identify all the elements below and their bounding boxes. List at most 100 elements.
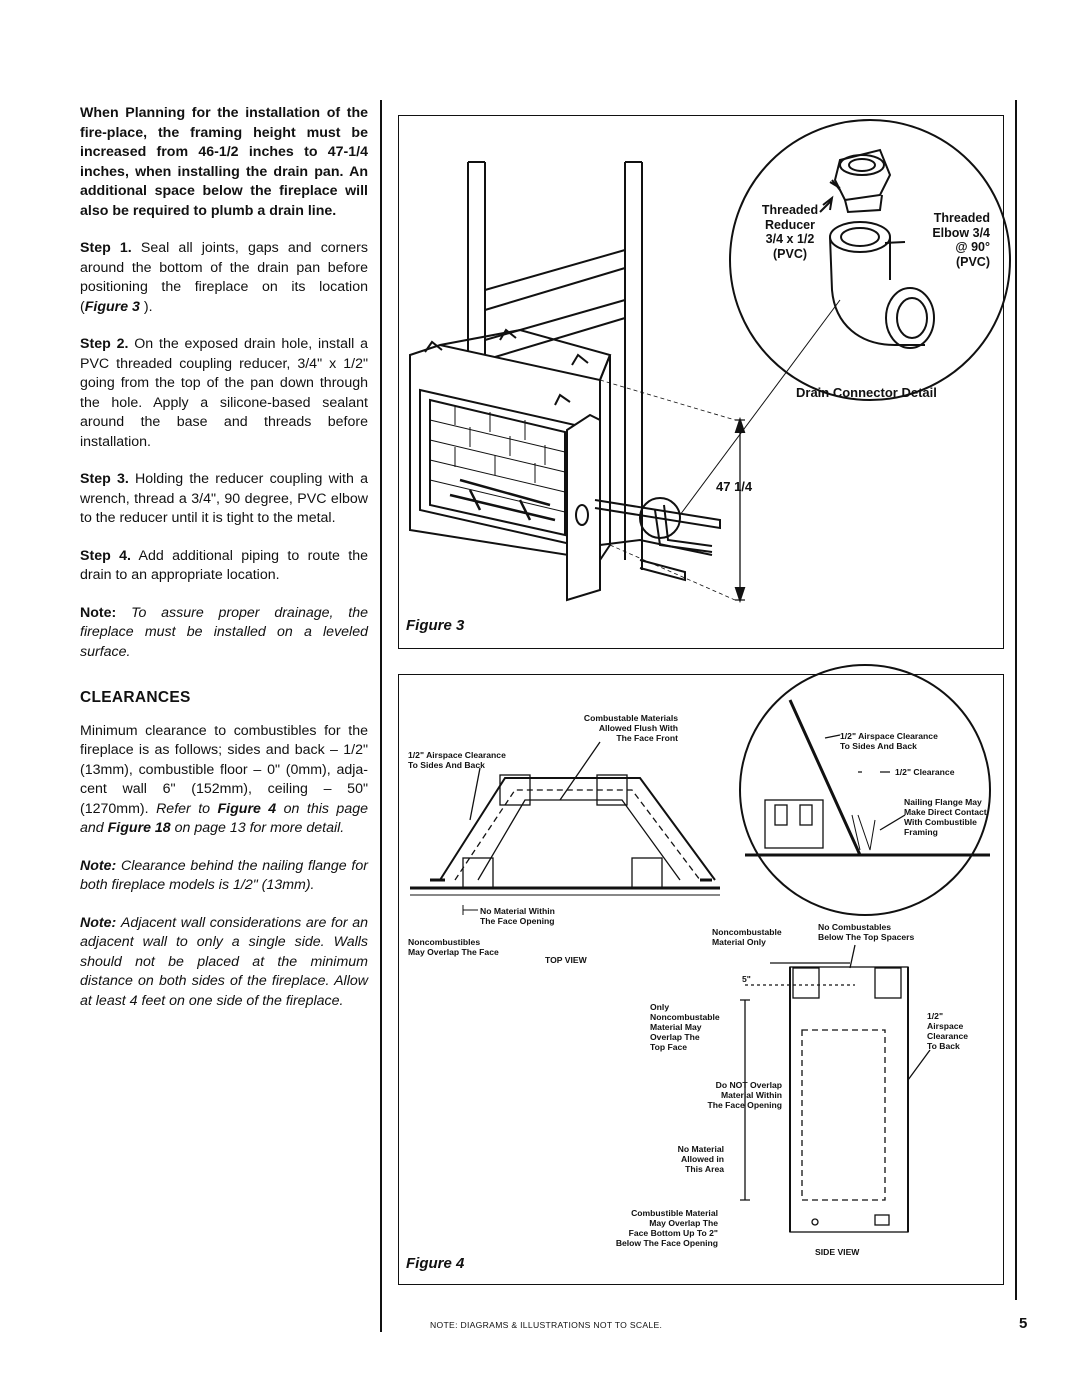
airspace-left-line-1: 1/2" Airspace Clearance <box>408 750 506 760</box>
comb-overlap-line-1: Combustible Material <box>631 1208 718 1218</box>
refer-figure-18[interactable]: Figure 18 <box>107 820 171 836</box>
step-2: Step 2. On the exposed drain hole, insta… <box>80 335 368 452</box>
intro-paragraph: When Planning for the installation of th… <box>80 105 368 219</box>
no-material-allowed-line-1: No Material <box>677 1144 724 1154</box>
refer-pre: Refer to <box>156 800 218 817</box>
figure-3-label: Figure 3 <box>406 617 465 634</box>
only-noncomb-line-3: Material May <box>650 1022 702 1032</box>
airspace-back-line-2: Airspace <box>927 1021 964 1031</box>
nailing-line-1: Nailing Flange May <box>904 797 982 807</box>
airspace-left-line-2: To Sides And Back <box>408 760 485 770</box>
refer-mid: on this page and <box>80 800 368 837</box>
framing-stud-right <box>624 161 643 570</box>
figure-4-label: Figure 4 <box>406 1255 465 1272</box>
no-combustibles-top-label: No Combustables Below The Top Spacers <box>818 922 914 942</box>
only-noncomb-line-4: Overlap The <box>650 1032 700 1042</box>
do-not-overlap-line-2: Material Within <box>720 1090 782 1100</box>
no-comb-top-line-2: Below The Top Spacers <box>818 932 915 942</box>
five-inch-label: 5" <box>742 974 751 984</box>
combustable-line-3: The Face Front <box>616 733 678 743</box>
airspace-sides-left-label: 1/2" Airspace Clearance To Sides And Bac… <box>408 750 506 770</box>
step-4: Step 4. Add additional piping to route t… <box>80 547 368 586</box>
airspace-back-label: 1/2" Airspace Clearance To Back <box>927 1011 968 1051</box>
only-noncombustable-label: Only Noncombustable Material May Overlap… <box>650 1002 720 1052</box>
note-adjacent-text: Adjacent wall considerations are for an … <box>80 914 368 1009</box>
reducer-label: Threaded Reducer 3/4 x 1/2 (PVC) <box>740 203 840 261</box>
note-adjacent-wall: Note: Adjacent wall considerations are f… <box>80 914 368 1012</box>
nailing-line-3: With Combustible <box>904 817 977 827</box>
left-column: When Planning for the installation of th… <box>80 104 368 1029</box>
only-noncomb-line-1: Only <box>650 1002 670 1012</box>
note-nailing-label: Note: <box>80 857 117 874</box>
not-to-scale-note: NOTE: DIAGRAMS & ILLUSTRATIONS NOT TO SC… <box>430 1320 663 1330</box>
nailing-line-2: Make Direct Contact <box>904 807 987 817</box>
comb-overlap-line-3: Face Bottom Up To 2" <box>628 1228 718 1238</box>
note-adjacent-label: Note: <box>80 914 117 931</box>
airspace-back-line-1: 1/2" <box>927 1011 944 1021</box>
page-number: 5 <box>1019 1315 1028 1332</box>
clearances-heading: CLEARANCES <box>80 689 191 706</box>
reducer-label-line-2: Reducer <box>764 217 816 232</box>
elbow-label-line-4: (PVC) <box>955 254 990 269</box>
step-3-label: Step 3. <box>80 471 129 487</box>
noncomb-only-line-2: Material Only <box>712 937 766 947</box>
no-material-line-1: No Material Within <box>480 906 555 916</box>
half-inch-clearance-label: 1/2" Clearance <box>895 767 955 777</box>
column-divider <box>380 100 382 1332</box>
clearances-text: Minimum clearance to combustibles for th… <box>80 722 368 817</box>
refer-post: on page 13 for more detail. <box>170 820 345 836</box>
combustible-overlap-label: Combustible Material May Overlap The Fac… <box>590 1208 718 1248</box>
only-noncomb-line-5: Top Face <box>650 1042 688 1052</box>
step-4-label: Step 4. <box>80 547 131 564</box>
only-noncomb-line-2: Noncombustable <box>650 1012 720 1022</box>
no-material-line-2: The Face Opening <box>480 916 555 926</box>
noncomb-overlap-line-2: May Overlap The Face <box>408 947 499 957</box>
no-material-allowed-line-3: This Area <box>685 1164 724 1174</box>
no-material-within-label: No Material Within The Face Opening <box>480 906 555 926</box>
step-1-figure-ref[interactable]: Figure 3 <box>84 298 140 315</box>
right-margin-line <box>1015 100 1017 1300</box>
combustable-line-1: Combustable Materials <box>583 713 678 723</box>
step-1-after: ). <box>139 298 153 315</box>
refer-figure-4[interactable]: Figure 4 <box>217 800 277 817</box>
noncombustable-only-label: Noncombustable Material Only <box>712 927 782 947</box>
nailing-line-4: Framing <box>904 827 938 837</box>
combustable-line-2: Allowed Flush With <box>598 723 678 733</box>
nailing-flange-label: Nailing Flange May Make Direct Contact W… <box>904 797 987 837</box>
comb-overlap-line-2: May Overlap The <box>649 1218 718 1228</box>
note-leveled-text: To assure proper drainage, the fireplace… <box>80 604 369 660</box>
step-1-label: Step 1. <box>80 240 132 256</box>
step-3: Step 3. Holding the reducer coupling wit… <box>80 470 368 529</box>
reducer-label-line-3: 3/4 x 1/2 <box>765 232 815 246</box>
reducer-label-line-4: (PVC) <box>772 246 808 261</box>
noncomb-only-line-1: Noncombustable <box>712 927 782 937</box>
do-not-overlap-line-3: The Face Opening <box>707 1100 783 1110</box>
figure-4-box <box>398 674 1004 1285</box>
noncomb-overlap-line-1: Noncombustibles <box>408 937 481 947</box>
side-view-label: SIDE VIEW <box>815 1247 860 1257</box>
step-4-text: Add additional piping to route the drain… <box>80 547 368 584</box>
note-leveled-label: Note: <box>80 604 117 621</box>
airspace-back-line-4: To Back <box>927 1041 960 1051</box>
airspace-right-line-1: 1/2" Airspace Clearance <box>840 731 938 741</box>
elbow-label-line-2: Elbow 3/4 <box>932 225 990 240</box>
elbow-label-line-3: @ 90° <box>955 240 990 254</box>
step-3-text: Holding the reducer coupling with a wren… <box>80 471 368 526</box>
do-not-overlap-line-1: Do NOT Overlap <box>715 1080 782 1090</box>
height-dimension: 47 1/4 <box>716 479 753 494</box>
no-material-allowed-line-2: Allowed in <box>681 1154 724 1164</box>
do-not-overlap-label: Do NOT Overlap Material Within The Face … <box>680 1080 783 1110</box>
step-2-label: Step 2. <box>80 336 129 352</box>
comb-overlap-line-4: Below The Face Opening <box>615 1238 718 1248</box>
clearances-body: Minimum clearance to combustibles for th… <box>80 722 368 839</box>
framing-header <box>484 249 626 311</box>
noncombustibles-overlap-label: Noncombustibles May Overlap The Face <box>408 937 499 957</box>
note-nailing-text: Clearance behind the nailing flange for … <box>80 857 368 894</box>
no-comb-top-line-1: No Combustables <box>818 922 892 932</box>
airspace-sides-right-label: 1/2" Airspace Clearance To Sides And Bac… <box>840 731 938 751</box>
reducer-label-line-1: Threaded <box>761 203 819 217</box>
airspace-back-line-3: Clearance <box>927 1031 969 1041</box>
step-1-text: Seal all joints, gaps and corners around… <box>80 240 369 315</box>
note-nailing-flange: Note: Clearance behind the nailing flang… <box>80 857 368 896</box>
